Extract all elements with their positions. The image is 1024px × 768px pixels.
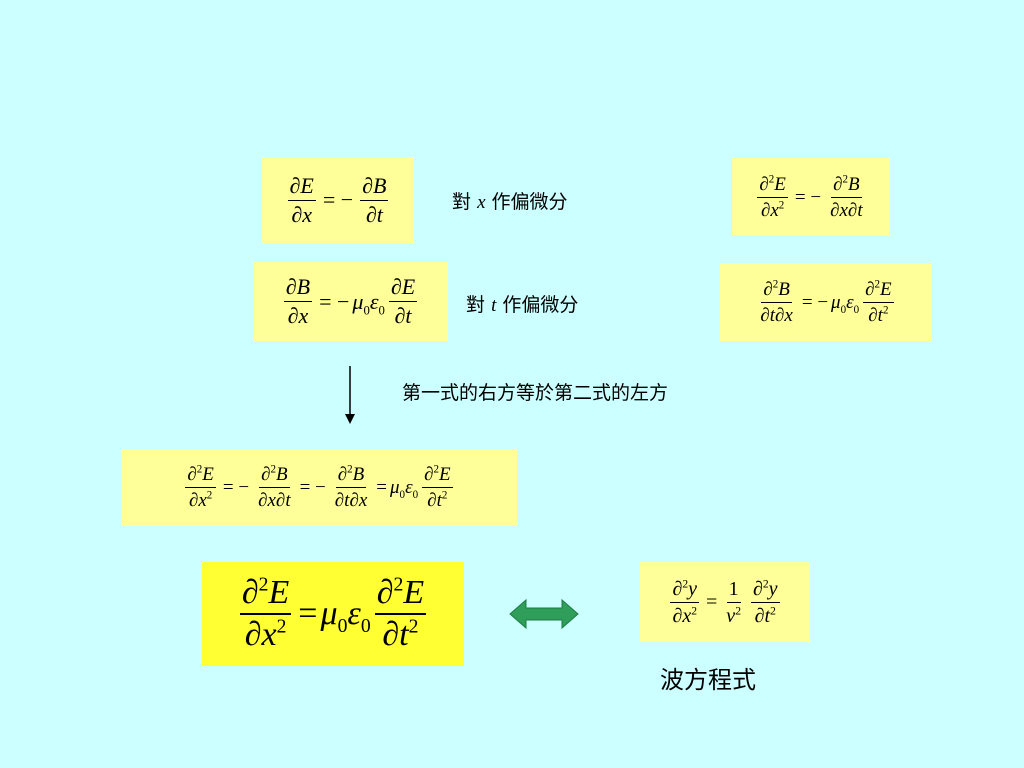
- equation-ampere: ∂B∂x = − μ0ε0 ∂E∂t: [253, 262, 448, 341]
- label-differentiate-t: 對 t 作偏微分: [466, 294, 579, 316]
- label-wave-equation: 波方程式: [660, 666, 756, 694]
- label-differentiate-x: 對 x 作偏微分: [452, 191, 568, 213]
- equation-chain: ∂2E∂x2 = − ∂2B∂x∂t = − ∂2B∂t∂x = μ0ε0 ∂2…: [121, 449, 517, 526]
- equation-second-derivative-e: ∂2E∂x2 = − ∂2B∂x∂t: [732, 158, 890, 236]
- down-arrow-icon: [345, 366, 355, 424]
- equation-em-wave: ∂2E∂x2 = μ0ε0 ∂2E∂t2: [202, 562, 464, 666]
- equation-faraday: ∂E∂x = − ∂B∂t: [262, 157, 414, 243]
- label-note: 第一式的右方等於第二式的左方: [402, 382, 669, 404]
- equation-second-derivative-b: ∂2B∂t∂x = − μ0ε0 ∂2E∂t2: [720, 263, 932, 341]
- double-arrow-icon: [509, 598, 579, 630]
